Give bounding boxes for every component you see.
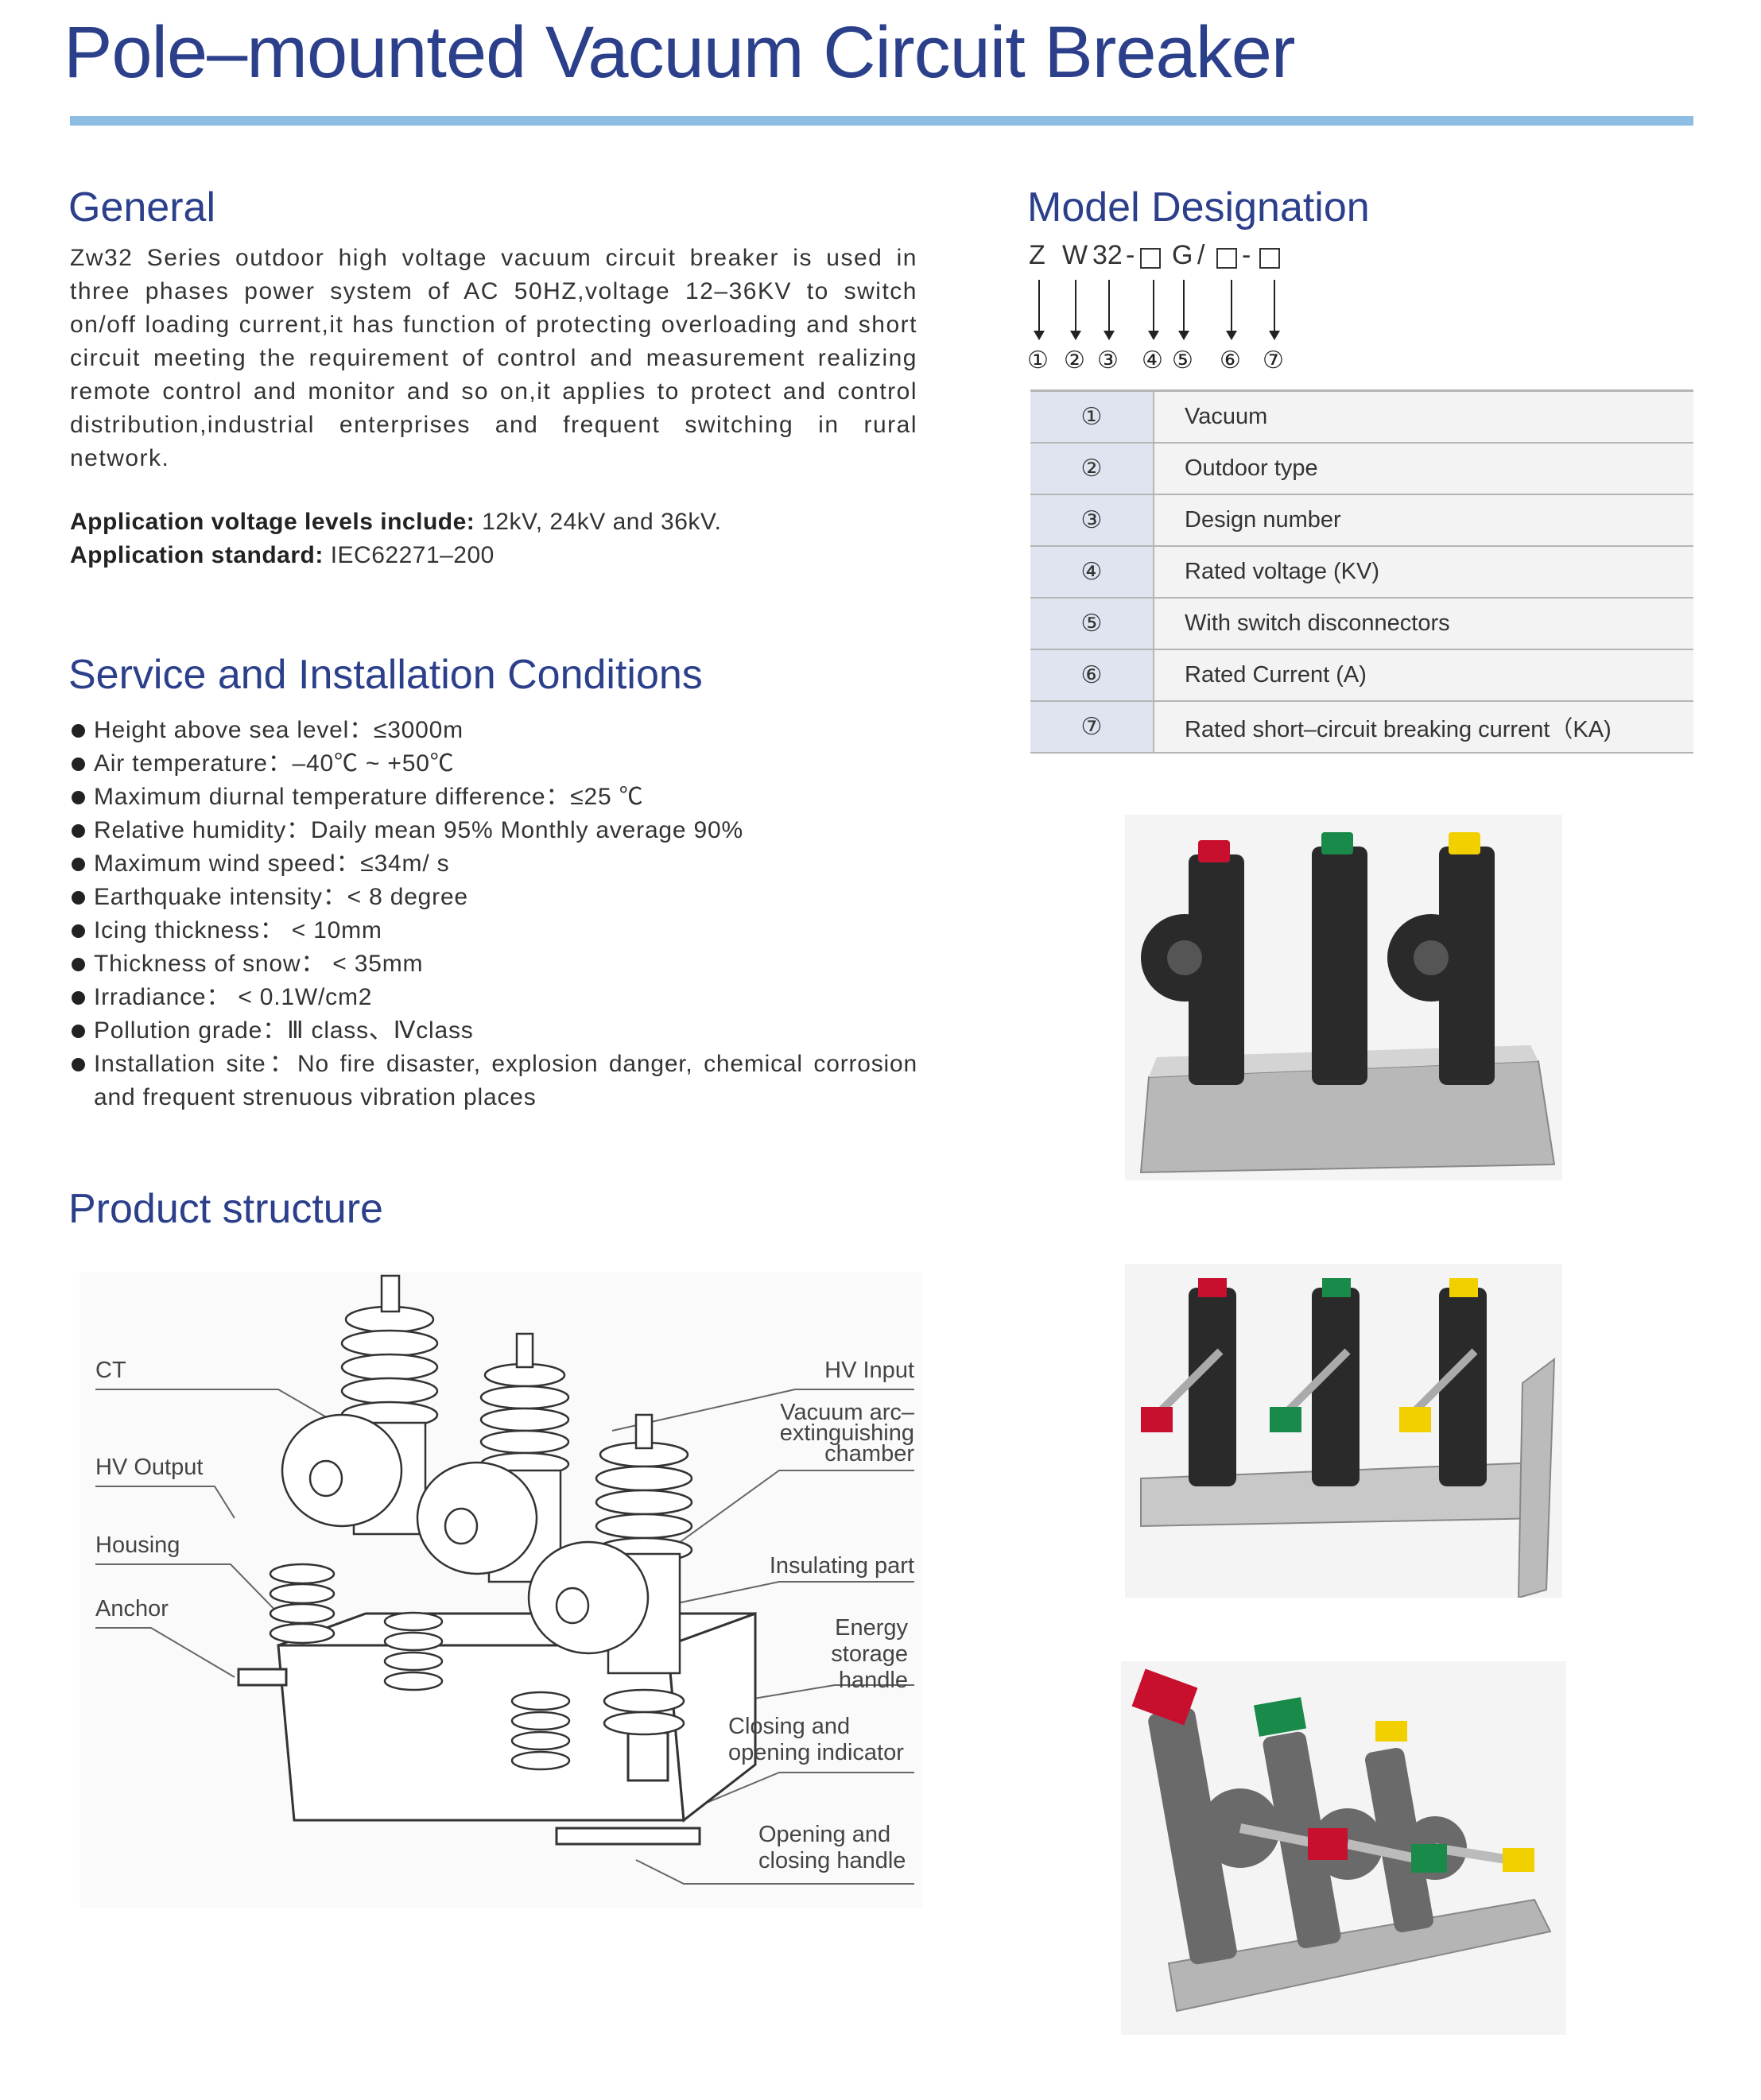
structure-heading: Product structure [68, 1186, 383, 1232]
label-energy-storage-handle: Energy storage handle [831, 1615, 908, 1693]
code-letter: - [1126, 240, 1135, 270]
marker-4: ④ [1142, 347, 1163, 374]
list-item: Maximum diurnal temperature difference：≤… [70, 781, 917, 814]
code-letter: - [1242, 240, 1251, 270]
list-item: Irradiance： < 0.1W/cm2 [70, 981, 917, 1014]
code-placeholder-box [1140, 248, 1161, 269]
arrow-icon [1034, 280, 1045, 340]
marker-1: ① [1027, 347, 1049, 374]
list-item: Height above sea level：≤3000m [70, 714, 917, 747]
row-number: ⑥ [1030, 649, 1154, 702]
service-heading: Service and Installation Conditions [68, 652, 703, 698]
list-item: Installation site：No fire disaster, expl… [70, 1048, 917, 1114]
arrow-icon [1148, 280, 1159, 340]
row-description: Vacuum [1154, 389, 1693, 444]
standard-label: Application standard: [70, 542, 324, 568]
marker-6: ⑥ [1220, 347, 1241, 374]
row-number: ⑦ [1030, 701, 1154, 754]
list-item: Maximum wind speed：≤34m/ s [70, 847, 917, 881]
service-conditions-list: Height above sea level：≤3000m Air temper… [70, 714, 917, 1114]
marker-7: ⑦ [1263, 347, 1284, 374]
row-description: Rated voltage (KV) [1154, 546, 1693, 599]
list-item: Relative humidity：Daily mean 95% Monthly… [70, 814, 917, 847]
row-description: Outdoor type [1154, 443, 1693, 495]
arrow-icon [1104, 280, 1115, 340]
code-letter: 32 [1092, 240, 1123, 270]
code-placeholder-box [1259, 248, 1280, 269]
model-code: Z W 32 - G / - [1029, 240, 1299, 277]
row-number: ④ [1030, 546, 1154, 599]
product-photo-1 [1125, 815, 1562, 1180]
page-title: Pole–mounted Vacuum Circuit Breaker [64, 12, 1295, 93]
pole-drawing-2 [383, 1332, 570, 1691]
arrow-icon [1269, 280, 1280, 340]
label-housing: Housing [95, 1532, 180, 1558]
standard-value: IEC62271–200 [323, 542, 495, 568]
pole-drawing-3 [510, 1413, 693, 1771]
label-opening-closing-handle: Opening and closing handle [758, 1822, 906, 1873]
arrow-icon [1226, 280, 1237, 340]
row-number: ② [1030, 443, 1154, 495]
list-item: Thickness of snow： < 35mm [70, 947, 917, 981]
voltage-levels-label: Application voltage levels include: [70, 509, 475, 535]
row-description: Design number [1154, 494, 1693, 547]
product-photo-2 [1125, 1264, 1562, 1598]
code-letter: / [1197, 240, 1205, 270]
label-vacuum-chamber: Vacuum arc– extinguishing chamber [779, 1400, 914, 1467]
list-item: Icing thickness： < 10mm [70, 914, 917, 947]
voltage-levels-value: 12kV, 24kV and 36kV. [475, 509, 722, 535]
title-rule [70, 116, 1693, 126]
structure-diagram [80, 1272, 922, 1908]
code-letter: W [1062, 240, 1088, 270]
general-heading: General [68, 184, 215, 231]
label-ct: CT [95, 1358, 126, 1383]
label-hv-input: HV Input [824, 1358, 914, 1383]
row-description: Rated Current (A) [1154, 649, 1693, 702]
pole-drawing-1 [269, 1274, 439, 1645]
arrow-icon [1178, 280, 1189, 340]
label-anchor: Anchor [95, 1596, 169, 1621]
row-number: ⑤ [1030, 598, 1154, 650]
model-heading: Model Designation [1027, 184, 1370, 231]
row-number: ③ [1030, 494, 1154, 547]
marker-5: ⑤ [1172, 347, 1193, 374]
list-item: Earthquake intensity：< 8 degree [70, 881, 917, 914]
housing-drawing [277, 1611, 757, 1823]
list-item: Air temperature：–40℃ ~ +50℃ [70, 747, 917, 781]
general-body: Zw32 Series outdoor high voltage vacuum … [70, 245, 917, 471]
row-description: Rated short–circuit breaking current（KA) [1154, 701, 1693, 754]
row-description: With switch disconnectors [1154, 598, 1693, 650]
arrow-icon [1070, 280, 1081, 340]
marker-2: ② [1064, 347, 1085, 374]
code-letter: G [1172, 240, 1193, 270]
row-number: ① [1030, 389, 1154, 444]
product-photo-3 [1121, 1661, 1566, 2035]
standard-line: Application standard: IEC62271–200 [70, 542, 495, 569]
anchor-drawing [237, 1668, 701, 1846]
label-hv-output: HV Output [95, 1455, 204, 1480]
label-closing-opening-indicator: Closing and opening indicator [728, 1714, 904, 1765]
voltage-levels-line: Application voltage levels include: 12kV… [70, 509, 721, 536]
marker-3: ③ [1097, 347, 1119, 374]
code-letter: Z [1029, 240, 1045, 270]
list-item: Pollution grade：Ⅲ class、Ⅳclass [70, 1014, 917, 1048]
label-insulating-part: Insulating part [769, 1553, 914, 1579]
code-placeholder-box [1216, 248, 1237, 269]
